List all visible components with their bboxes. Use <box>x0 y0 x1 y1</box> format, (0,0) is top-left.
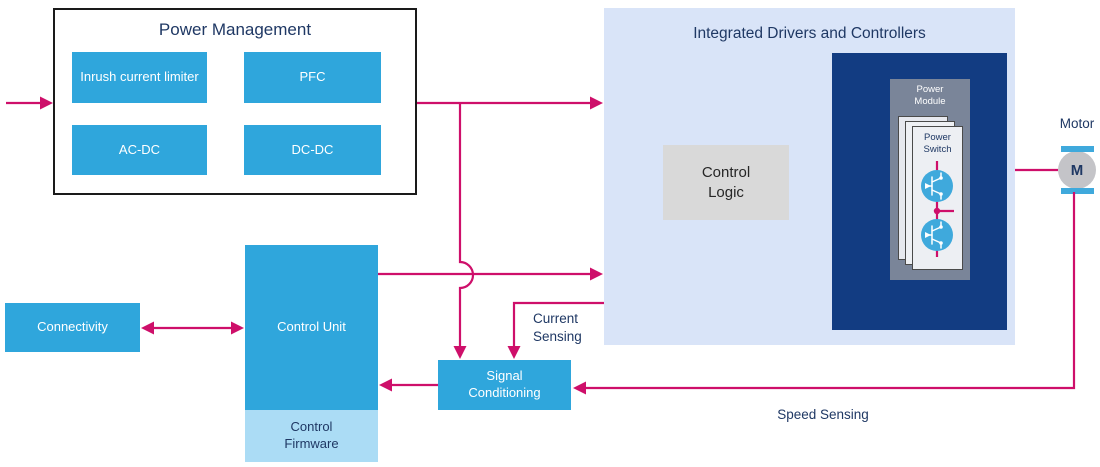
connectivity-block: Connectivity <box>5 303 140 352</box>
control-unit-block: Control Unit <box>245 245 378 410</box>
motor-bottom-terminal <box>1061 188 1094 194</box>
arrow-power-branch-to-signal-conditioning <box>453 104 475 359</box>
control-firmware-block: Control Firmware <box>245 410 378 462</box>
block-inrush-current-limiter: Inrush current limiter <box>72 52 207 103</box>
arrow-pm-to-drivers <box>417 96 603 110</box>
arrow-ac-input <box>6 96 53 110</box>
motor-icon: M <box>1058 151 1096 189</box>
power-switch-label: Power Switch <box>923 132 952 155</box>
motor-label: Motor <box>1059 116 1095 131</box>
current-sensing-label: Current Sensing <box>533 311 582 345</box>
power-management-title: Power Management <box>158 20 312 39</box>
arrow-connectivity-control-unit <box>141 321 244 335</box>
block-dc-dc: DC-DC <box>244 125 381 175</box>
power-module-label: Power Module <box>914 84 946 107</box>
block-pfc: PFC <box>244 52 381 103</box>
motor-top-terminal <box>1061 146 1094 152</box>
control-logic-block: Control Logic <box>663 145 789 220</box>
signal-conditioning-block: Signal Conditioning <box>438 360 571 410</box>
block-ac-dc: AC-DC <box>72 125 207 175</box>
arrow-control-unit-to-drivers <box>378 267 603 281</box>
speed-sensing-label: Speed Sensing <box>777 407 869 422</box>
arrow-signal-conditioning-to-control-unit <box>379 378 438 392</box>
drivers-controllers-title: Integrated Drivers and Controllers <box>693 25 926 42</box>
